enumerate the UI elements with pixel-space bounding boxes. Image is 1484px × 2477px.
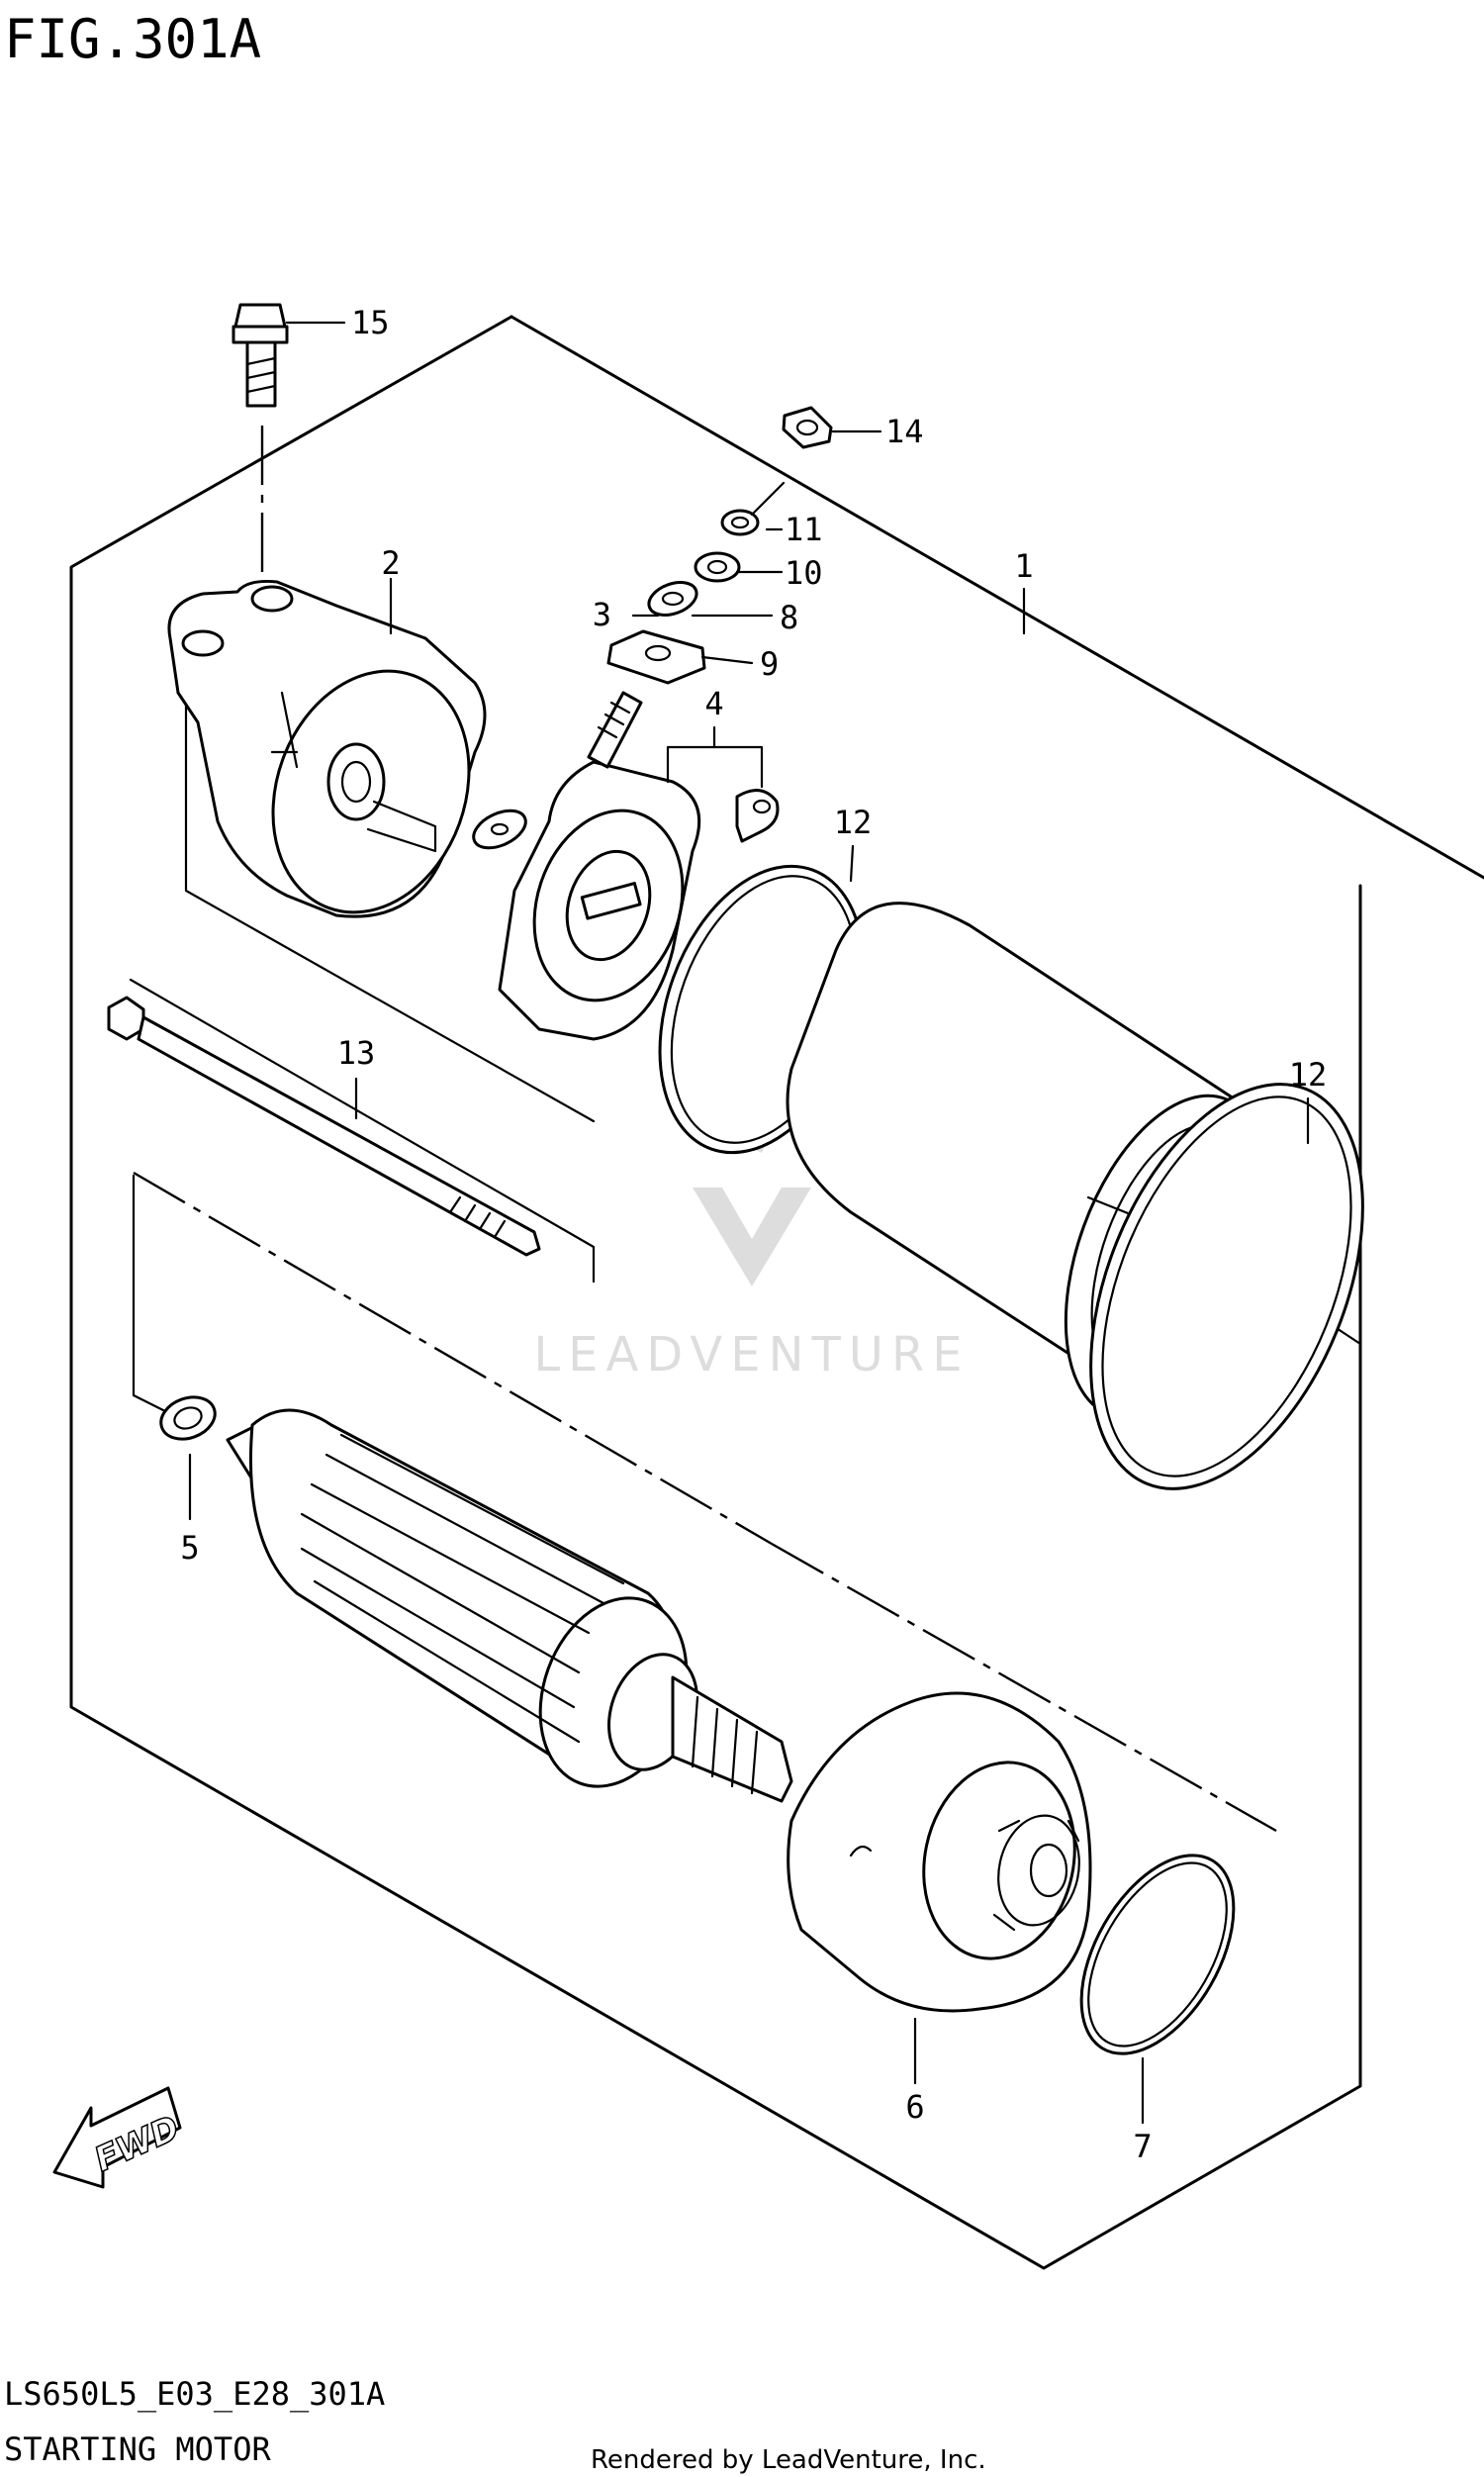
callout-10: 10 [785, 554, 823, 592]
armature [226, 1408, 793, 1803]
figure-code: LS650L5_E03_E28_301A [4, 2375, 385, 2413]
callout-1: 1 [1014, 547, 1033, 585]
callout-3: 3 [593, 596, 611, 633]
part-7-o-ring [1079, 1854, 1236, 2125]
fwd-arrow-icon: FWD [52, 2086, 186, 2189]
callout-12b: 12 [1289, 1056, 1328, 1094]
housing-washer [472, 809, 527, 850]
callout-9: 9 [760, 645, 779, 683]
terminal-hardware [606, 406, 882, 685]
part-6-front-housing [787, 1691, 1092, 2085]
callout-8: 8 [780, 599, 798, 636]
leadventure-watermark: LEADVENTURE [533, 1069, 970, 1382]
callout-6: 6 [905, 2088, 924, 2126]
callout-13: 13 [337, 1034, 376, 1072]
part-13-through-bolt [107, 996, 541, 1257]
callout-11: 11 [785, 511, 823, 548]
rendered-by: Rendered by LeadVenture, Inc. [591, 2445, 986, 2475]
part-12-o-ring-front [1089, 1083, 1364, 1490]
part-2-rear-housing [167, 577, 487, 918]
callout-4: 4 [704, 685, 723, 722]
callout-7: 7 [1133, 2128, 1152, 2165]
callout-5: 5 [180, 1529, 199, 1567]
callout-15: 15 [351, 304, 390, 341]
part-15-bolt [232, 303, 346, 408]
callout-14: 14 [885, 413, 924, 450]
figure-number: FIG.301A [4, 8, 261, 70]
callout-4-bracket [666, 745, 764, 789]
part-5-washer [159, 1395, 217, 1521]
callout-2: 2 [381, 544, 400, 582]
watermark-text: LEADVENTURE [533, 1327, 970, 1382]
part-4-brush-holder [498, 691, 780, 1041]
callout-labels: 1 2 3 4 5 6 7 8 9 10 11 12 12 13 14 15 [180, 304, 1327, 2165]
callout-12a: 12 [834, 804, 873, 841]
figure-name: STARTING MOTOR [4, 2430, 271, 2468]
